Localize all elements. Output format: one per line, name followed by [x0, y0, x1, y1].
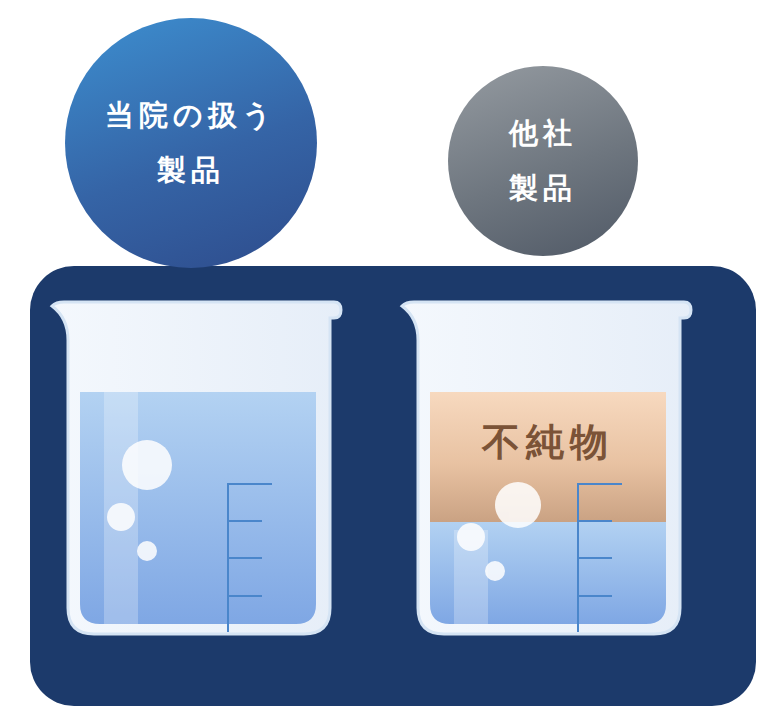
bubbles	[107, 440, 541, 581]
node-text: 他社 製品	[493, 106, 593, 216]
impurity-band: 不純物	[430, 392, 666, 522]
label-circle: 他社 製品	[448, 66, 638, 256]
glass-highlight	[104, 392, 488, 624]
label-circle: 当院の扱う 製品	[65, 18, 317, 268]
left-beaker	[52, 302, 341, 634]
navy-panel	[30, 266, 756, 706]
node-text: 当院の扱う 製品	[91, 88, 291, 198]
scale-marks	[228, 484, 622, 632]
right-beaker	[402, 302, 691, 634]
node-text: 不純物	[482, 420, 614, 466]
